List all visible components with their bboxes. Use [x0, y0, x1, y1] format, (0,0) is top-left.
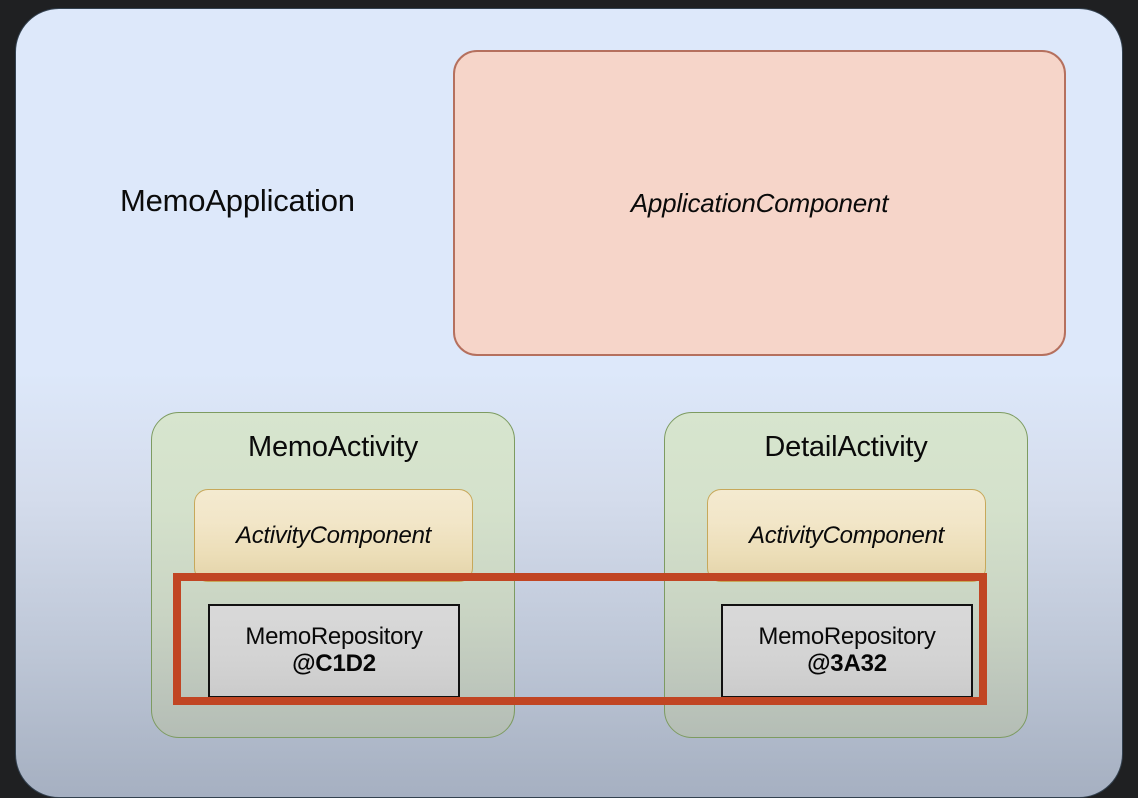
memo-application-container: MemoApplication ApplicationComponent Mem…: [15, 8, 1123, 798]
detail-activity-title: DetailActivity: [764, 431, 928, 463]
memo-activity-component-label: ActivityComponent: [236, 521, 431, 549]
memo-activity-title: MemoActivity: [247, 431, 418, 463]
detail-activity-box: DetailActivity ActivityComponent MemoRep…: [664, 412, 1028, 738]
application-component-label: ApplicationComponent: [630, 187, 889, 218]
detail-activity-repository-name: MemoRepository: [758, 623, 936, 651]
memo-activity-repository-name: MemoRepository: [245, 623, 423, 651]
detail-activity-component-box: ActivityComponent: [707, 489, 986, 582]
memo-activity-repository-hash: @C1D2: [292, 650, 376, 677]
memo-activity-repository-box: MemoRepository @C1D2: [208, 604, 460, 698]
application-component-box: ApplicationComponent: [453, 50, 1066, 356]
detail-activity-repository-hash: @3A32: [807, 650, 887, 677]
memo-activity-box: MemoActivity ActivityComponent MemoRepos…: [151, 412, 515, 738]
memo-application-title: MemoApplication: [120, 183, 355, 218]
memo-activity-component-box: ActivityComponent: [194, 489, 473, 582]
detail-activity-component-label: ActivityComponent: [749, 521, 944, 549]
diagram-canvas: MemoApplication ApplicationComponent Mem…: [15, 8, 1123, 798]
detail-activity-repository-box: MemoRepository @3A32: [721, 604, 973, 698]
